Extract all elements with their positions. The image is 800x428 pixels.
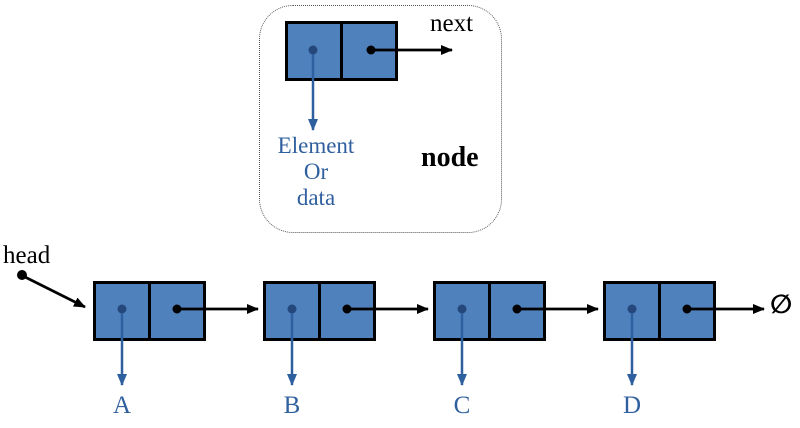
list-node-a-cells — [93, 281, 206, 341]
node-label: node — [421, 142, 479, 173]
next-cell — [658, 281, 716, 341]
next-cell — [148, 281, 206, 341]
list-node-c-cells — [433, 281, 546, 341]
element-or-data-label: Element Or data — [266, 133, 366, 211]
node-value-label-d: D — [622, 392, 642, 419]
node-value-label-b: B — [283, 392, 301, 419]
node-struct-cells — [285, 21, 398, 81]
node-value-label-c: C — [453, 392, 471, 419]
element-label-line2: Or — [303, 159, 329, 184]
next-label: next — [430, 10, 474, 37]
head-dot — [17, 270, 27, 280]
next-cell — [488, 281, 546, 341]
data-cell — [285, 21, 343, 81]
list-node-d-cells — [603, 281, 716, 341]
head-label: head — [3, 242, 51, 269]
next-cell — [340, 21, 398, 81]
data-cell — [603, 281, 661, 341]
list-node-b-cells — [263, 281, 376, 341]
node-definition-callout — [259, 5, 502, 233]
data-cell — [93, 281, 151, 341]
head-pointer-arrow — [24, 275, 86, 309]
data-cell — [263, 281, 321, 341]
element-label-line3: data — [296, 185, 336, 210]
element-label-line1: Element — [277, 133, 355, 158]
data-cell — [433, 281, 491, 341]
node-value-label-a: A — [112, 392, 132, 419]
null-terminator-symbol: ∅ — [770, 290, 793, 320]
next-cell — [318, 281, 376, 341]
